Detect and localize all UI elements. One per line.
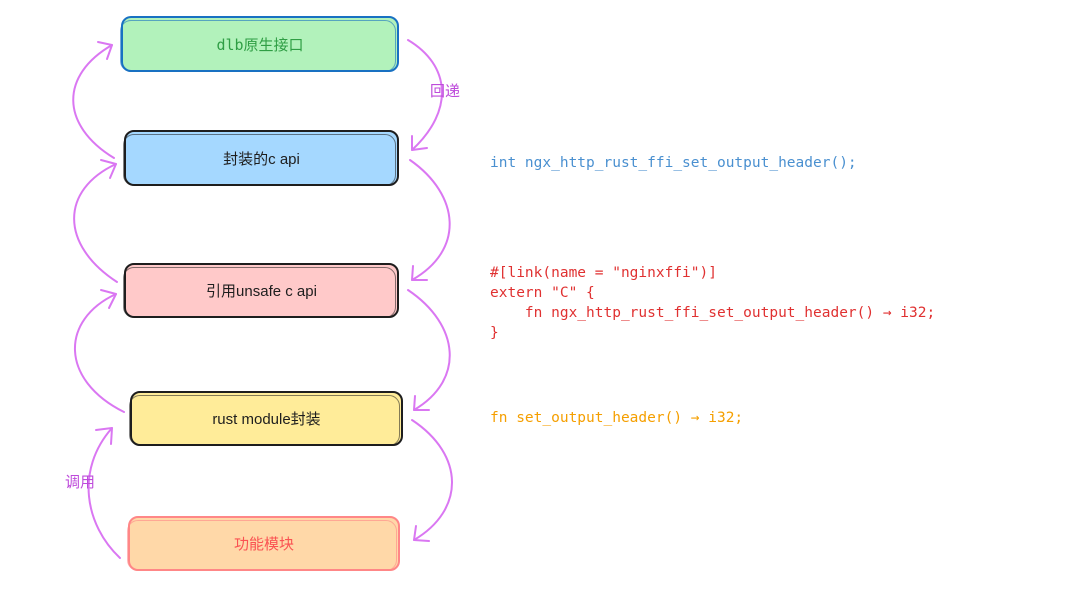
c-declaration-code: int ngx_http_rust_ffi_set_output_header(… — [490, 155, 857, 171]
extern-block-code: #[link(name = "nginxffi")] extern "C" { … — [490, 265, 936, 341]
call-label: 调用 — [65, 474, 96, 491]
call-arrow-module-to-unsafe — [74, 293, 125, 413]
box-native-interface: dlb原生接口 — [120, 16, 399, 72]
callback-label: 回递 — [430, 83, 461, 100]
callback-arrow-unsafe-to-module — [407, 289, 451, 411]
call-arrow-unsafe-to-capi — [73, 163, 118, 283]
call-arrow-capi-to-native-head — [97, 41, 113, 60]
callback-arrow-native-to-capi-head — [411, 135, 428, 151]
callback-arrow-module-to-feature-head — [413, 525, 430, 542]
box-rust-module: rust module封装 — [129, 391, 403, 446]
callback-arrow-module-to-feature — [411, 419, 453, 541]
callback-arrow-unsafe-to-module-head — [413, 395, 430, 411]
box-unsafe-c-api: 引用unsafe c api — [123, 263, 399, 318]
box-c-api-label: 封装的c api — [223, 150, 300, 168]
box-native-interface-label: dlb原生接口 — [216, 35, 304, 54]
box-feature-module: 功能模块 — [127, 516, 400, 571]
box-rust-module-label: rust module封装 — [212, 411, 321, 428]
call-arrow-feature-to-module — [87, 427, 121, 559]
callback-arrow-capi-to-unsafe — [409, 159, 451, 281]
callback-arrow-capi-to-unsafe-head — [411, 265, 428, 281]
box-c-api: 封装的c api — [123, 130, 399, 186]
box-unsafe-c-api-label: 引用unsafe c api — [206, 283, 317, 300]
rust-fn-code: fn set_output_header() → i32; — [490, 410, 744, 426]
call-arrow-feature-to-module-head — [95, 427, 113, 445]
call-arrow-capi-to-native — [72, 44, 115, 159]
call-arrow-unsafe-to-capi-head — [100, 159, 117, 179]
box-feature-module-label: 功能模块 — [233, 536, 294, 553]
call-arrow-module-to-unsafe-head — [100, 289, 117, 309]
